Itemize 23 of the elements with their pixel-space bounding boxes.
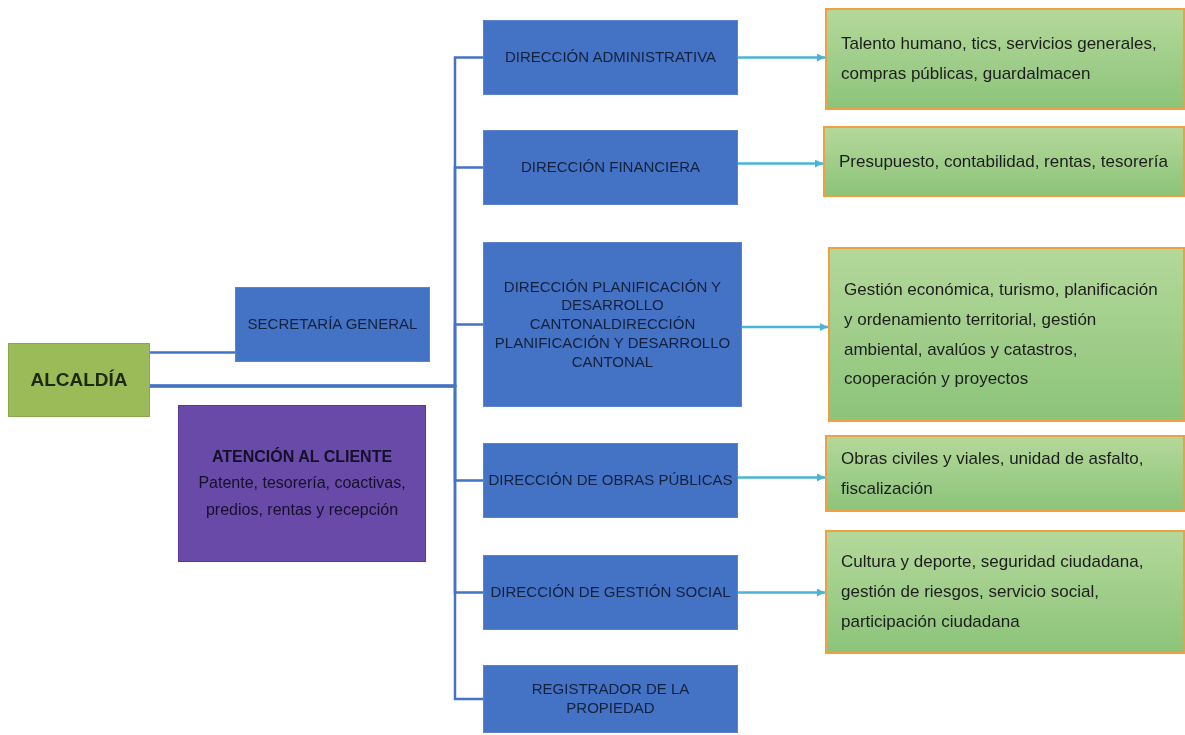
org-box: DIRECCIÓN DE OBRAS PÚBLICAS: [483, 443, 738, 518]
box-text: Patente, tesorería, coactivas, predios, rentas y recepción: [197, 473, 407, 520]
info-box: [178, 405, 426, 562]
arrow: [742, 323, 828, 331]
title-box: ALCALDÍA: [8, 343, 150, 417]
connector-line: [150, 384, 483, 701]
org-box: SECRETARÍA GENERAL: [235, 287, 430, 362]
note-box: Talento humano, tics, servicios generales, compras públicas, guardalmacen: [825, 8, 1185, 110]
note-box: Gestión económica, turismo, planificación y ordenamiento territorial, gestión ambiental, avalúos y catastros, cooperación y proyectos: [828, 247, 1185, 422]
org-box: DIRECCIÓN ADMINISTRATIVA: [483, 20, 738, 95]
note-box: Cultura y deporte, seguridad ciudadana, gestión de riesgos, servicio social, participación ciudadana: [825, 530, 1185, 654]
note-box: Presupuesto, contabilidad, rentas, tesorería: [823, 126, 1185, 197]
note-box: Obras civiles y viales, unidad de asfalto, fiscalización: [825, 435, 1185, 512]
org-box: REGISTRADOR DE LA PROPIEDAD: [483, 665, 738, 733]
org-box: DIRECCIÓN PLANIFICACIÓN Y DESARROLLO CANTONALDIRECCIÓN PLANIFICACIÓN Y DESARROLLO CANTONAL: [483, 242, 742, 407]
connector-line: [150, 351, 235, 354]
arrow: [738, 473, 825, 482]
arrow: [738, 53, 825, 62]
box-heading: ATENCIÓN AL CLIENTE: [211, 446, 393, 467]
org-box: DIRECCIÓN FINANCIERA: [483, 130, 738, 205]
org-box: DIRECCIÓN DE GESTIÓN SOCIAL: [483, 555, 738, 630]
arrow: [738, 159, 823, 168]
arrow: [738, 588, 825, 597]
